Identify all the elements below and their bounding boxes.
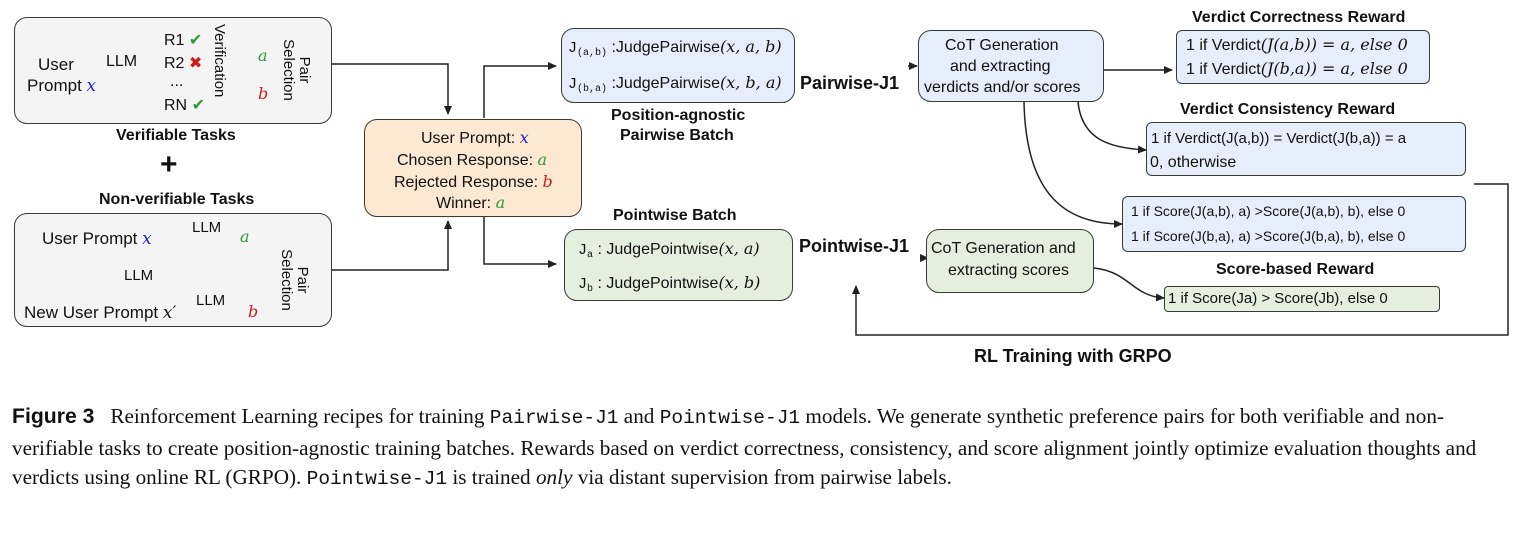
pointwise-row-1: Ja : JudgePointwise(x, a) xyxy=(578,239,760,261)
arrow-verifiable-to-pair xyxy=(332,63,452,115)
verifiable-b-var: b xyxy=(258,84,269,103)
pairwise-j1-label: Pairwise-J1 xyxy=(800,73,900,93)
pointwise-row-2: Jb : JudgePointwise(x, b) xyxy=(578,273,761,295)
pointwise-j1-label: Pointwise-J1 xyxy=(799,236,910,256)
rl-training-loop xyxy=(852,183,1509,336)
nonverifiable-xprime-var: x′ xyxy=(162,303,177,323)
verdict-consistency-box xyxy=(1146,122,1466,176)
cot-pairwise-line-3: verdicts and/or scores xyxy=(924,79,1081,96)
verification-label: Verification xyxy=(211,24,228,98)
pairwise-batch-caption-1: Position-agnostic xyxy=(611,107,746,124)
cot-pairwise-line-1: CoT Generation xyxy=(945,37,1059,54)
r2-label: R2 ✖ xyxy=(164,53,202,73)
pairwise-batch-caption-2: Pairwise Batch xyxy=(620,127,734,144)
r2-text: R2 xyxy=(164,55,185,72)
r1-label: R1 ✔ xyxy=(164,30,202,50)
verifiable-tasks-box xyxy=(14,17,332,124)
verdict-correctness-box xyxy=(1176,30,1430,84)
verifiable-prompt-var: x xyxy=(86,76,97,96)
arrow-pair-to-pairwise xyxy=(483,62,557,118)
rn-label: RN ✔ xyxy=(164,95,205,115)
verifiable-llm-label: LLM xyxy=(106,53,138,70)
nonverifiable-llm-3: LLM xyxy=(196,292,226,309)
pointwise-batch-box xyxy=(564,229,793,301)
cross-icon: ✖ xyxy=(188,55,203,72)
nonverifiable-llm-2: LLM xyxy=(124,267,154,284)
nonverifiable-user-prompt: User Prompt x xyxy=(42,229,152,249)
verifiable-a-var: a xyxy=(258,46,268,65)
plus-sign: + xyxy=(160,148,178,181)
pair-rejected-response: Rejected Response: b xyxy=(394,172,553,191)
figure-caption: Figure 3 Reinforcement Learning recipes … xyxy=(12,404,1477,490)
score-consistency-line-2: 1 if Score(J(b,a), a) >Score(J(b,a), b),… xyxy=(1131,228,1406,244)
cot-pairwise-box xyxy=(918,30,1104,102)
arrow-pair-to-pointwise xyxy=(483,216,557,268)
pair-winner: Winner: a xyxy=(436,193,506,212)
verifiable-prompt-word: Prompt xyxy=(27,76,82,95)
verdict-correctness-line-1: 1 if Verdict(J(a,b)) = a, else 0 xyxy=(1186,35,1408,54)
score-consistency-line-1: 1 if Score(J(a,b), a) >Score(J(a,b), b),… xyxy=(1131,203,1406,219)
nonverifiable-tasks-box xyxy=(14,213,332,327)
arrow-nonverifiable-to-pair xyxy=(332,220,452,271)
score-based-title: Score-based Reward xyxy=(1216,261,1375,278)
score-based-line: 1 if Score(Ja) > Score(Jb), else 0 xyxy=(1168,290,1388,307)
nonverifiable-llm-1: LLM xyxy=(192,219,222,236)
verdict-consistency-title: Verdict Consistency Reward xyxy=(1180,101,1396,118)
cot-pairwise-line-2: and extracting xyxy=(950,58,1051,75)
pairwise-batch-box xyxy=(561,28,795,103)
verifiable-user-label-1: User xyxy=(38,55,74,74)
arrow-cot-to-consistency xyxy=(1077,101,1147,154)
pairwise-row-2: J(b,a) :JudgePairwise(x, b, a) xyxy=(568,73,782,95)
verdict-consistency-line-2: 0, otherwise xyxy=(1150,154,1237,171)
pointwise-batch-title: Pointwise Batch xyxy=(613,207,737,224)
pair-chosen-response: Chosen Response: a xyxy=(397,150,548,169)
score-consistency-box xyxy=(1122,196,1466,252)
check-icon: ✔ xyxy=(188,32,203,49)
arrow-cot-to-scorebased xyxy=(1093,267,1165,302)
verdict-correctness-title: Verdict Correctness Reward xyxy=(1192,9,1406,26)
figure-label: Figure 3 xyxy=(12,405,95,428)
pairwise-row-1: J(a,b) :JudgePairwise(x, a, b) xyxy=(568,37,782,59)
verifiable-user-label-2: Prompt x xyxy=(27,76,96,96)
cot-pointwise-line-2: extracting scores xyxy=(948,262,1069,279)
verdict-consistency-line-1: 1 if Verdict(J(a,b)) = Verdict(J(b,a)) =… xyxy=(1151,130,1407,147)
ellipsis-label: ... xyxy=(170,73,184,90)
nonverifiable-x-var: x xyxy=(142,229,152,249)
nonverifiable-a-var: a xyxy=(240,227,250,246)
arrow-cot-to-score-consistency xyxy=(1023,101,1123,228)
cot-pointwise-line-1: CoT Generation and xyxy=(931,240,1076,257)
nonverifiable-pair-selection: Pair Selection xyxy=(278,249,311,311)
verifiable-pair-selection: Pair Selection xyxy=(280,39,313,101)
r1-text: R1 xyxy=(164,32,185,49)
rn-text: RN xyxy=(164,97,188,114)
cot-pointwise-box xyxy=(926,229,1094,293)
preference-pair-box xyxy=(364,119,582,217)
rl-training-label: RL Training with GRPO xyxy=(974,346,1172,366)
verdict-correctness-line-2: 1 if Verdict(J(b,a)) = a, else 0 xyxy=(1186,59,1408,78)
check-icon-2: ✔ xyxy=(191,97,205,114)
nonverifiable-title: Non-verifiable Tasks xyxy=(99,191,255,208)
score-based-box xyxy=(1164,286,1440,312)
new-user-prompt: New User Prompt x′ xyxy=(24,303,177,323)
verifiable-title: Verifiable Tasks xyxy=(116,127,236,144)
pair-user-prompt: User Prompt: x xyxy=(421,128,529,147)
nonverifiable-b-var: b xyxy=(248,302,259,321)
